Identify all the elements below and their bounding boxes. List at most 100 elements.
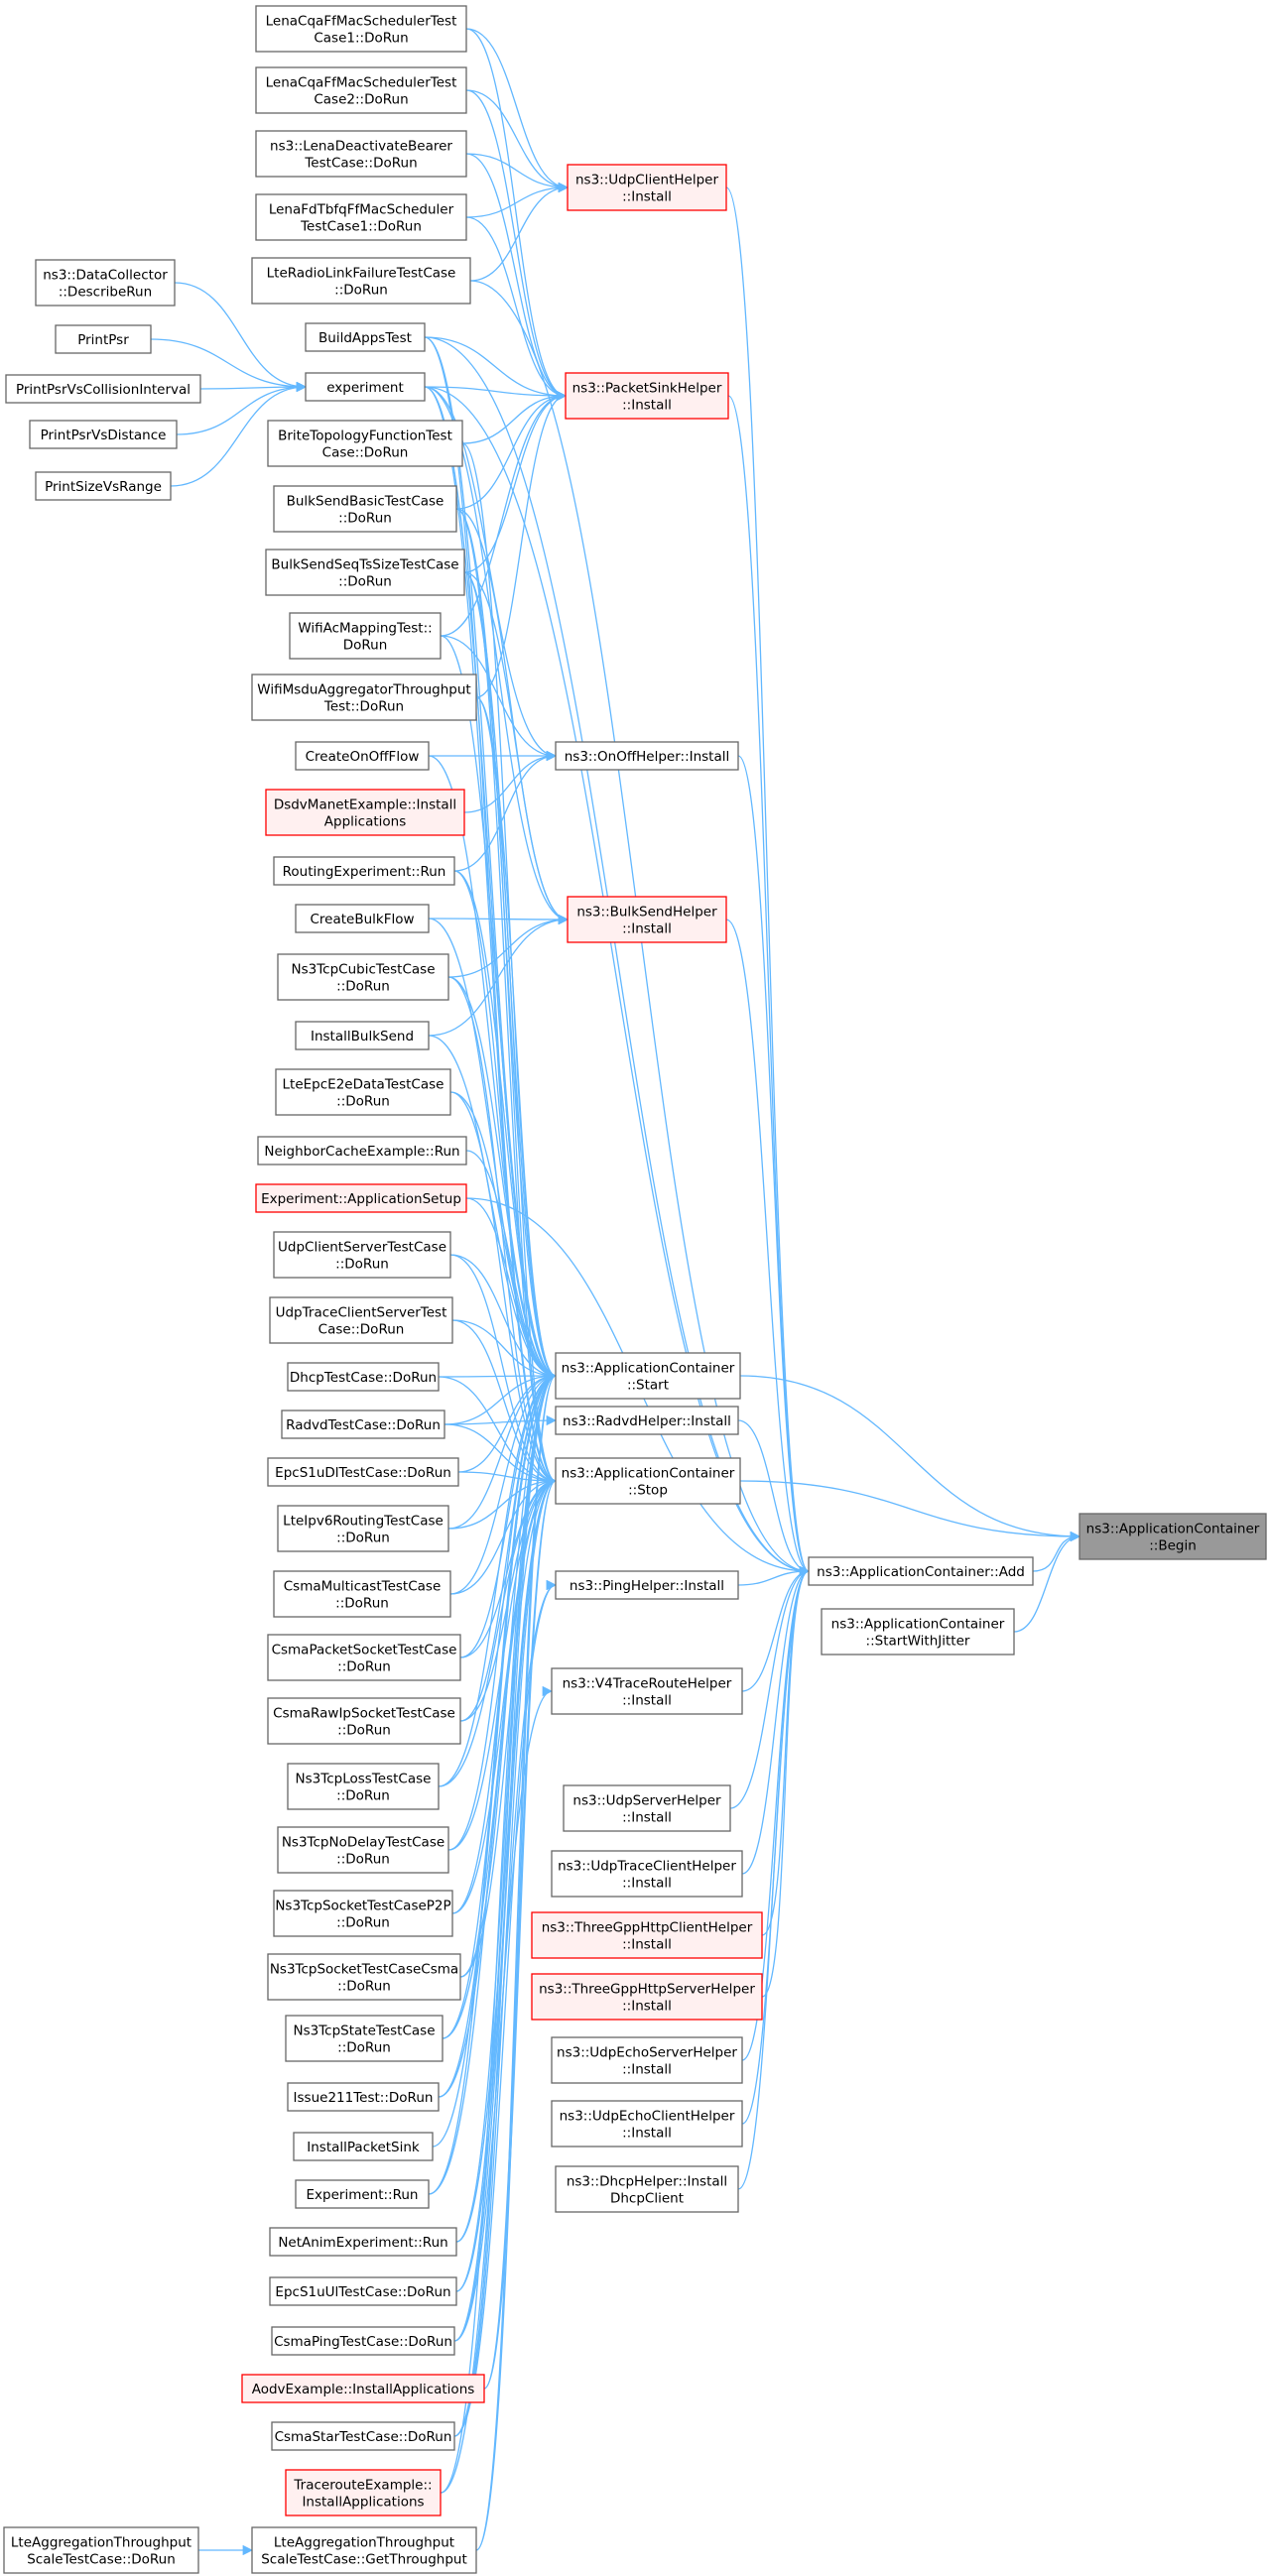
- node-lteepce2edatatestcase-dorun[interactable]: LteEpcE2eDataTestCase::DoRun: [275, 1068, 451, 1116]
- node-bulksendseqtssizetestcase-dorun[interactable]: BulkSendSeqTsSizeTestCase::DoRun: [265, 549, 465, 596]
- node-createbulkflow[interactable]: CreateBulkFlow: [295, 904, 430, 933]
- node-ns3-pinghelper-install[interactable]: ns3::PingHelper::Install: [555, 1570, 739, 1600]
- node-udpclientservertestcase-dorun[interactable]: UdpClientServerTestCase::DoRun: [273, 1231, 451, 1279]
- node-csmamulticasttestcase-dorun[interactable]: CsmaMulticastTestCase::DoRun: [273, 1570, 451, 1618]
- node-ns3-udpechoserverhelper-install[interactable]: ns3::UdpEchoServerHelper::Install: [551, 2036, 743, 2084]
- node-ns3-v4traceroutehelper-install[interactable]: ns3::V4TraceRouteHelper::Install: [551, 1667, 743, 1715]
- node-ns3-udpclienthelper-install[interactable]: ns3::UdpClientHelper::Install: [567, 164, 727, 211]
- node-label-line: ::Install: [622, 189, 672, 205]
- node-experiment-applicationsetup[interactable]: Experiment::ApplicationSetup: [255, 1183, 467, 1213]
- node-ns3-applicationcontainer-begin[interactable]: ns3::ApplicationContainer::Begin: [1079, 1513, 1267, 1560]
- node-label-line: ::DoRun: [337, 1659, 391, 1675]
- node-label-line: ns3::V4TraceRouteHelper: [563, 1676, 732, 1692]
- node-epcs1uultestcase-dorun[interactable]: EpcS1uUlTestCase::DoRun: [269, 2276, 457, 2306]
- node-ns3-threegpphttpserverhelper-install[interactable]: ns3::ThreeGppHttpServerHelper::Install: [531, 1973, 763, 2021]
- node-experiment-run[interactable]: Experiment::Run: [295, 2179, 430, 2209]
- node-buildappstest[interactable]: BuildAppsTest: [305, 322, 426, 352]
- node-dsdvmanetexample-install-applications[interactable]: DsdvManetExample::InstallApplications: [265, 789, 465, 836]
- node-box: [551, 1667, 743, 1715]
- node-label-line: experiment: [326, 380, 404, 396]
- node-ns3-radvdhelper-install[interactable]: ns3::RadvdHelper::Install: [555, 1406, 739, 1435]
- node-routingexperiment-run[interactable]: RoutingExperiment::Run: [273, 856, 455, 886]
- node-ns3-applicationcontainer-start[interactable]: ns3::ApplicationContainer::Start: [555, 1352, 741, 1400]
- node-epcs1udltestcase-dorun[interactable]: EpcS1uDlTestCase::DoRun: [267, 1457, 459, 1487]
- node-ns3-threegpphttpclienthelper-install[interactable]: ns3::ThreeGppHttpClientHelper::Install: [531, 1911, 763, 1959]
- node-ns3-datacollector-describerun[interactable]: ns3::DataCollector::DescribeRun: [35, 259, 176, 307]
- node-lteradiolinkfailuretestcase-dorun[interactable]: LteRadioLinkFailureTestCase::DoRun: [251, 257, 471, 305]
- node-neighborcacheexample-run[interactable]: NeighborCacheExample::Run: [257, 1136, 467, 1165]
- node-ns3tcpsockettestcasecsma-dorun[interactable]: Ns3TcpSocketTestCaseCsma::DoRun: [267, 1953, 461, 2001]
- node-box: [255, 1183, 467, 1213]
- node-ns3-udpserverhelper-install[interactable]: ns3::UdpServerHelper::Install: [563, 1784, 731, 1832]
- node-ns3-applicationcontainer-startwithjitter[interactable]: ns3::ApplicationContainer::StartWithJitt…: [821, 1608, 1015, 1656]
- node-ns3tcplosstestcase-dorun[interactable]: Ns3TcpLossTestCase::DoRun: [287, 1763, 440, 1810]
- node-box: [277, 1505, 449, 1552]
- node-label-line: ::DoRun: [337, 1979, 391, 1995]
- node-box: [555, 1457, 741, 1505]
- node-lteipv6routingtestcase-dorun[interactable]: LteIpv6RoutingTestCase::DoRun: [277, 1505, 449, 1552]
- call-edge: [465, 182, 570, 218]
- call-edge: [447, 976, 558, 1382]
- node-installpacketsink[interactable]: InstallPacketSink: [293, 2132, 434, 2161]
- node-radvdtestcase-dorun[interactable]: RadvdTestCase::DoRun: [281, 1410, 445, 1439]
- node-ns3-udpechoclienthelper-install[interactable]: ns3::UdpEchoClientHelper::Install: [551, 2100, 743, 2147]
- node-printpsr[interactable]: PrintPsr: [55, 324, 152, 354]
- call-edge: [465, 28, 570, 193]
- call-edge: [174, 282, 308, 393]
- node-lteaggregationthroughput-scaletestcase-dorun[interactable]: LteAggregationThroughputScaleTestCase::D…: [3, 2526, 199, 2574]
- call-edge: [463, 750, 558, 813]
- node-ns3tcpsockettestcasep2p-dorun[interactable]: Ns3TcpSocketTestCaseP2P::DoRun: [273, 1890, 453, 1937]
- node-box: [295, 904, 430, 933]
- node-ns3-bulksendhelper-install[interactable]: ns3::BulkSendHelper::Install: [567, 896, 727, 943]
- node-ns3tcpstatetestcase-dorun[interactable]: Ns3TcpStateTestCase::DoRun: [285, 2015, 444, 2062]
- node-netanimexperiment-run[interactable]: NetAnimExperiment::Run: [269, 2227, 457, 2257]
- call-edge: [465, 89, 568, 402]
- node-dhcptestcase-dorun[interactable]: DhcpTestCase::DoRun: [287, 1362, 440, 1392]
- node-csmarawipsockettestcase-dorun[interactable]: CsmaRawIpSocketTestCase::DoRun: [267, 1697, 461, 1745]
- node-box: [555, 741, 739, 771]
- node-label-line: Ns3TcpCubicTestCase: [291, 962, 435, 978]
- node-csmastartestcase-dorun[interactable]: CsmaStarTestCase::DoRun: [271, 2421, 455, 2451]
- node-bulksendbasictestcase-dorun[interactable]: BulkSendBasicTestCase::DoRun: [273, 485, 457, 533]
- node-issue211test-dorun[interactable]: Issue211Test::DoRun: [287, 2082, 440, 2112]
- node-printpsrvscollisioninterval[interactable]: PrintPsrVsCollisionInterval: [5, 374, 201, 404]
- node-label-line: ::DoRun: [336, 979, 390, 995]
- node-ns3-udptraceclienthelper-install[interactable]: ns3::UdpTraceClientHelper::Install: [551, 1850, 743, 1898]
- node-printpsrvsdistance[interactable]: PrintPsrVsDistance: [29, 420, 178, 449]
- node-ns3-packetsinkhelper-install[interactable]: ns3::PacketSinkHelper::Install: [565, 372, 729, 420]
- node-installbulksend[interactable]: InstallBulkSend: [295, 1021, 430, 1050]
- node-createonoffflow[interactable]: CreateOnOffFlow: [295, 741, 430, 771]
- node-lteaggregationthroughput-scaletestcase-getthroughput[interactable]: LteAggregationThroughputScaleTestCase::G…: [251, 2526, 477, 2574]
- node-label-line: ScaleTestCase::DoRun: [27, 2552, 176, 2568]
- call-edge: [438, 1376, 558, 1487]
- node-box: [29, 420, 178, 449]
- node-label-line: ns3::UdpClientHelper: [575, 173, 718, 188]
- node-ns3-applicationcontainer-stop[interactable]: ns3::ApplicationContainer::Stop: [555, 1457, 741, 1505]
- node-ns3tcpnodelaytestcase-dorun[interactable]: Ns3TcpNoDelayTestCase::DoRun: [277, 1826, 449, 1874]
- node-aodvexample-installapplications[interactable]: AodvExample::InstallApplications: [241, 2374, 485, 2403]
- node-label-line: LenaCqaFfMacSchedulerTest: [266, 14, 457, 30]
- node-wifiacmappingtest-dorun[interactable]: WifiAcMappingTest::DoRun: [289, 612, 442, 660]
- node-box: [269, 2227, 457, 2257]
- node-ns3-onoffhelper-install[interactable]: ns3::OnOffHelper::Install: [555, 741, 739, 771]
- node-experiment[interactable]: experiment: [305, 372, 426, 402]
- node-label-line: AodvExample::InstallApplications: [252, 2382, 475, 2397]
- node-printsizevsrange[interactable]: PrintSizeVsRange: [35, 471, 172, 501]
- call-edge: [741, 1565, 811, 1875]
- node-label-line: ::DoRun: [334, 283, 388, 299]
- node-ns3tcpcubictestcase-dorun[interactable]: Ns3TcpCubicTestCase::DoRun: [277, 953, 449, 1001]
- node-csmapacketsockettestcase-dorun[interactable]: CsmaPacketSocketTestCase::DoRun: [267, 1634, 461, 1681]
- node-label-line: ns3::LenaDeactivateBearer: [270, 139, 452, 155]
- node-ns3-applicationcontainer-add[interactable]: ns3::ApplicationContainer::Add: [808, 1556, 1034, 1586]
- node-tracerouteexample-installapplications[interactable]: TracerouteExample::InstallApplications: [285, 2469, 442, 2516]
- node-csmapingtestcase-dorun[interactable]: CsmaPingTestCase::DoRun: [271, 2326, 455, 2356]
- node-box: [287, 1763, 440, 1810]
